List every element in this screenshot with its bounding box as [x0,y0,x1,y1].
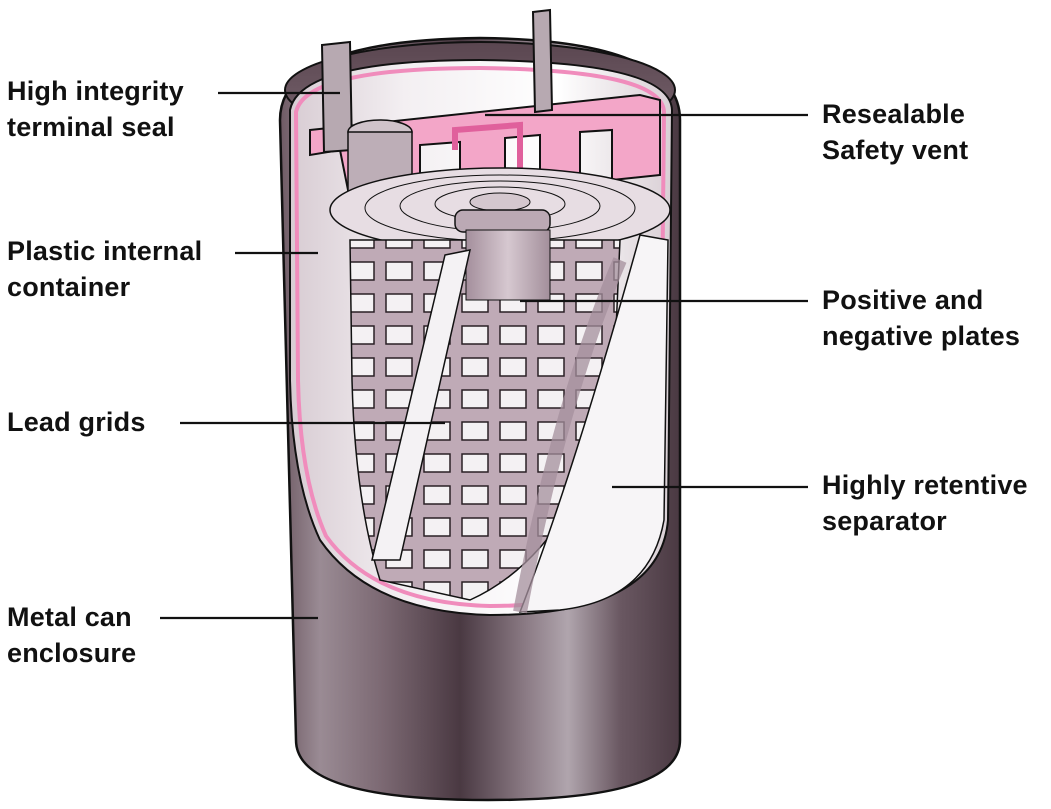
lead-grid-plates [349,229,621,601]
label-terminal-seal: High integrity terminal seal [7,76,184,142]
label-metal-can: Metal can enclosure [7,602,137,668]
label-plastic-container: Plastic internal container [7,236,203,302]
label-lead-grids: Lead grids [7,407,146,437]
separator-sheets [371,234,669,614]
leader-lines [160,91,808,620]
label-separator: Highly retentive separator [822,470,1028,536]
label-plates: Positive and negative plates [822,285,1021,351]
spiral-top [329,167,671,253]
label-safety-vent: Resealable Safety vent [822,99,969,165]
